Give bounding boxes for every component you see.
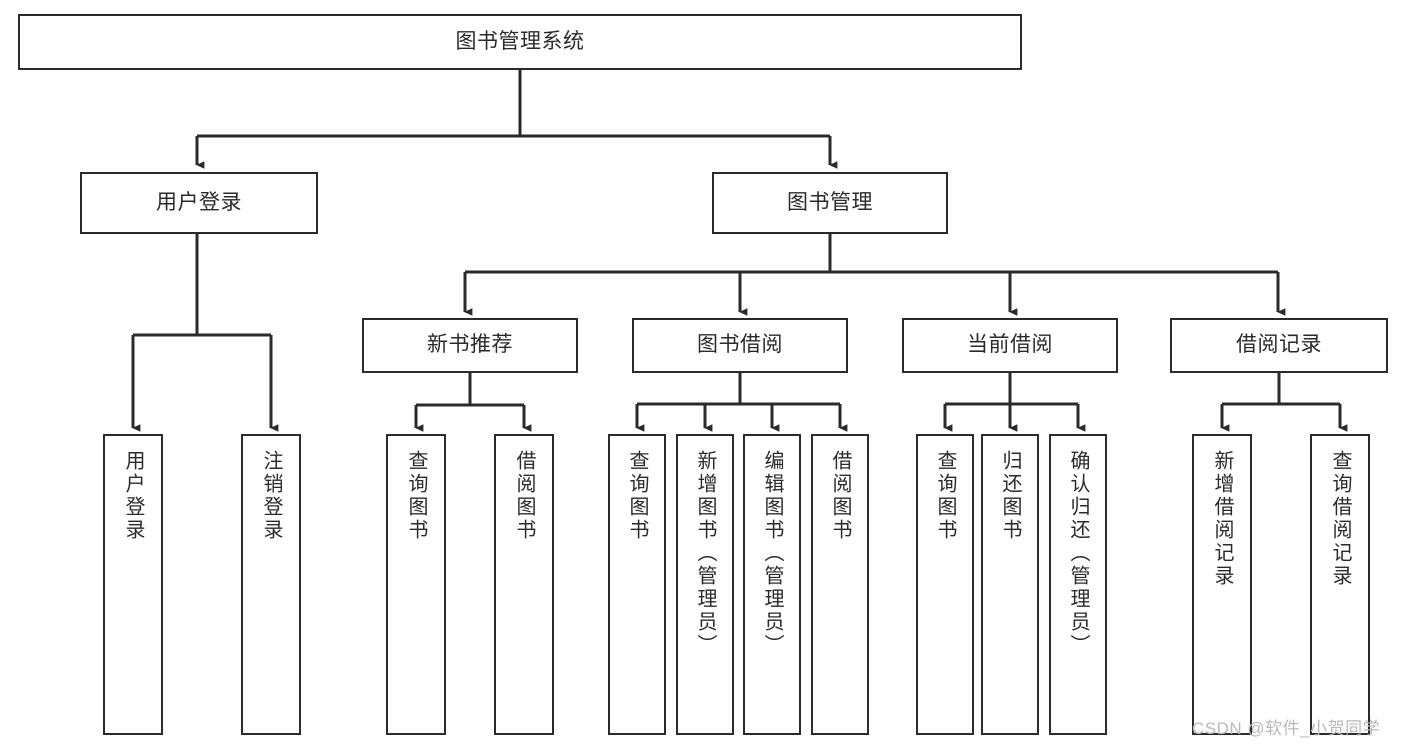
node-root-label: 图书管理系统 (455, 29, 585, 53)
node-leaf-add-borrow-record[interactable]: 新增借阅记录 (1192, 434, 1252, 735)
node-user-login[interactable]: 用户登录 (80, 172, 318, 234)
node-leaf-query-borrow-record[interactable]: 查询借阅记录 (1310, 434, 1370, 735)
node-leaf-query-book-new[interactable]: 查询图书 (386, 434, 446, 735)
node-leaf-logout-label: 注销登录 (260, 450, 282, 542)
node-leaf-borrow-book-new[interactable]: 借阅图书 (494, 434, 554, 735)
node-book-borrow-label: 图书借阅 (697, 333, 783, 357)
node-book-management-label: 图书管理 (787, 190, 873, 214)
node-leaf-query-book-new-label: 查询图书 (405, 450, 427, 542)
node-leaf-add-book[interactable]: 新增图书（管理员） (676, 434, 734, 735)
node-leaf-edit-book-label: 编辑图书（管理员） (761, 450, 783, 657)
node-leaf-logout[interactable]: 注销登录 (241, 434, 301, 735)
node-leaf-confirm-return-label: 确认归还（管理员） (1067, 450, 1089, 657)
node-leaf-borrow-book[interactable]: 借阅图书 (811, 434, 869, 735)
node-leaf-add-borrow-record-label: 新增借阅记录 (1211, 450, 1233, 588)
node-leaf-return-book-label: 归还图书 (999, 450, 1021, 542)
node-leaf-confirm-return[interactable]: 确认归还（管理员） (1049, 434, 1107, 735)
csdn-watermark: CSDN @软件_小贺同学 (1192, 719, 1381, 738)
node-leaf-query-book-current-label: 查询图书 (934, 450, 956, 542)
node-leaf-borrow-book-new-label: 借阅图书 (513, 450, 535, 542)
node-leaf-edit-book[interactable]: 编辑图书（管理员） (743, 434, 801, 735)
node-root[interactable]: 图书管理系统 (18, 14, 1022, 70)
node-leaf-add-book-label: 新增图书（管理员） (694, 450, 716, 657)
node-borrow-record[interactable]: 借阅记录 (1170, 318, 1388, 373)
node-new-book-recommend[interactable]: 新书推荐 (362, 318, 578, 373)
node-book-borrow[interactable]: 图书借阅 (632, 318, 848, 373)
node-leaf-query-book-borrow[interactable]: 查询图书 (608, 434, 666, 735)
node-leaf-query-book-borrow-label: 查询图书 (626, 450, 648, 542)
node-book-management[interactable]: 图书管理 (712, 172, 948, 234)
node-leaf-query-borrow-record-label: 查询借阅记录 (1329, 450, 1351, 588)
node-leaf-user-login-label: 用户登录 (122, 450, 144, 542)
node-leaf-user-login[interactable]: 用户登录 (103, 434, 163, 735)
node-new-book-recommend-label: 新书推荐 (427, 333, 513, 357)
node-current-borrow[interactable]: 当前借阅 (902, 318, 1118, 373)
node-leaf-borrow-book-label: 借阅图书 (829, 450, 851, 542)
node-leaf-return-book[interactable]: 归还图书 (981, 434, 1039, 735)
node-leaf-query-book-current[interactable]: 查询图书 (916, 434, 974, 735)
node-borrow-record-label: 借阅记录 (1236, 333, 1322, 357)
node-current-borrow-label: 当前借阅 (967, 333, 1053, 357)
node-user-login-label: 用户登录 (156, 190, 242, 214)
